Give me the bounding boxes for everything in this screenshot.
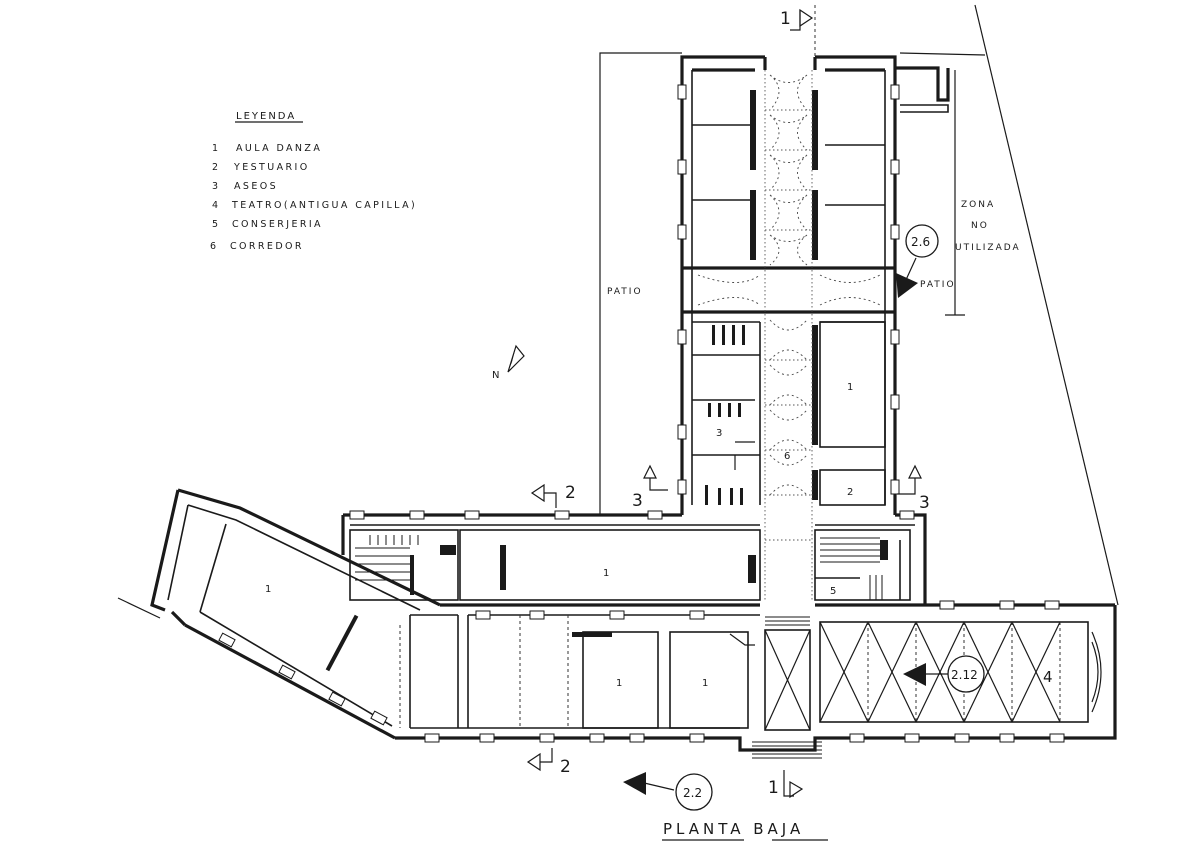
room-label-classroom-b: 1 bbox=[702, 678, 708, 689]
section-mark-label: 1 bbox=[780, 9, 791, 29]
legend-item-num: 4 bbox=[212, 200, 220, 211]
right-staircase bbox=[814, 529, 911, 601]
camera-arrow-icon bbox=[896, 273, 918, 298]
section-mark-left-3: 3 bbox=[632, 464, 668, 511]
site-boundary bbox=[117, 4, 1119, 619]
north-label: N bbox=[492, 370, 499, 381]
section-mark-top-1: 1 bbox=[780, 5, 816, 57]
view-ref-label: 2.12 bbox=[951, 668, 978, 682]
room-label-vestuario: 2 bbox=[847, 487, 853, 498]
room-label-classroom-a: 1 bbox=[616, 678, 622, 689]
central-block bbox=[341, 510, 1115, 607]
section-mark-right-3: 3 bbox=[897, 464, 930, 513]
room-label-west-wing: 1 bbox=[265, 584, 271, 595]
view-ref-2-12: 2.12 bbox=[903, 655, 985, 693]
legend-item-num: 2 bbox=[212, 162, 220, 173]
camera-arrow-icon bbox=[623, 772, 646, 795]
patio-label-west: PATIO bbox=[607, 287, 643, 297]
legend-item-num: 6 bbox=[210, 241, 218, 252]
north-arrow-icon: N bbox=[492, 344, 525, 381]
room-label-dance-north: 1 bbox=[847, 382, 853, 393]
legend-item-label: ASEOS bbox=[234, 181, 278, 192]
plan-title-text: PLANTA BAJA bbox=[663, 820, 804, 838]
south-range bbox=[395, 600, 1117, 759]
room-label-dance-main: 1 bbox=[603, 568, 609, 579]
wall-piers bbox=[218, 632, 388, 726]
room-label-theatre: 4 bbox=[1043, 668, 1053, 686]
section-mark-label: 2 bbox=[565, 483, 576, 503]
left-staircase bbox=[349, 529, 459, 601]
wall-piers bbox=[677, 84, 900, 495]
north-wing bbox=[677, 55, 950, 600]
legend-item-num: 3 bbox=[212, 181, 220, 192]
legend-item-label: YESTUARIO bbox=[233, 162, 310, 173]
legend-item-label: TEATRO(ANTIGUA CAPILLA) bbox=[231, 200, 417, 211]
legend-item-label: CORREDOR bbox=[230, 241, 304, 252]
section-mark-bottom-1: 1 bbox=[768, 770, 804, 799]
legend-title: LEYENDA bbox=[236, 111, 296, 122]
zona-label-line2: NO bbox=[971, 221, 989, 231]
room-label-conserjeria: 5 bbox=[830, 586, 836, 597]
section-mark-label: 3 bbox=[919, 493, 930, 513]
legend-item-label: AULA DANZA bbox=[236, 143, 322, 154]
legend-item-num: 1 bbox=[212, 143, 220, 154]
view-ref-2-6: 2.6 bbox=[896, 224, 939, 298]
corridor-vaults bbox=[697, 70, 881, 600]
plan-title: PLANTA BAJA bbox=[662, 820, 828, 841]
section-mark-label: 1 bbox=[768, 778, 779, 798]
section-mark-left-2: 2 bbox=[530, 483, 576, 508]
wall-piers bbox=[424, 600, 1065, 743]
room-label-corredor: 6 bbox=[784, 451, 790, 462]
zona-label-line3: UTILIZADA bbox=[955, 243, 1021, 253]
legend-item-num: 5 bbox=[212, 219, 220, 230]
legend: LEYENDA 1 AULA DANZA 2 YESTUARIO 3 ASEOS… bbox=[210, 111, 417, 252]
section-mark-label: 2 bbox=[560, 757, 571, 777]
zona-label-line1: ZONA bbox=[961, 200, 995, 210]
theatre-vaults bbox=[819, 621, 1102, 723]
section-mark-label: 3 bbox=[632, 491, 643, 511]
room-label-aseos: 3 bbox=[716, 428, 722, 439]
west-wing bbox=[150, 488, 441, 740]
view-ref-2-2: 2.2 bbox=[623, 772, 713, 811]
camera-arrow-icon bbox=[903, 663, 926, 686]
view-ref-label: 2.6 bbox=[911, 235, 930, 249]
legend-item-label: CONSERJERIA bbox=[232, 219, 323, 230]
entrance-hall bbox=[752, 616, 822, 759]
patio-label-east: PATIO bbox=[920, 280, 956, 290]
wall-piers bbox=[349, 510, 915, 520]
toilet-stalls bbox=[705, 325, 755, 505]
view-ref-label: 2.2 bbox=[683, 786, 702, 800]
section-mark-bottom-2: 2 bbox=[526, 748, 571, 777]
